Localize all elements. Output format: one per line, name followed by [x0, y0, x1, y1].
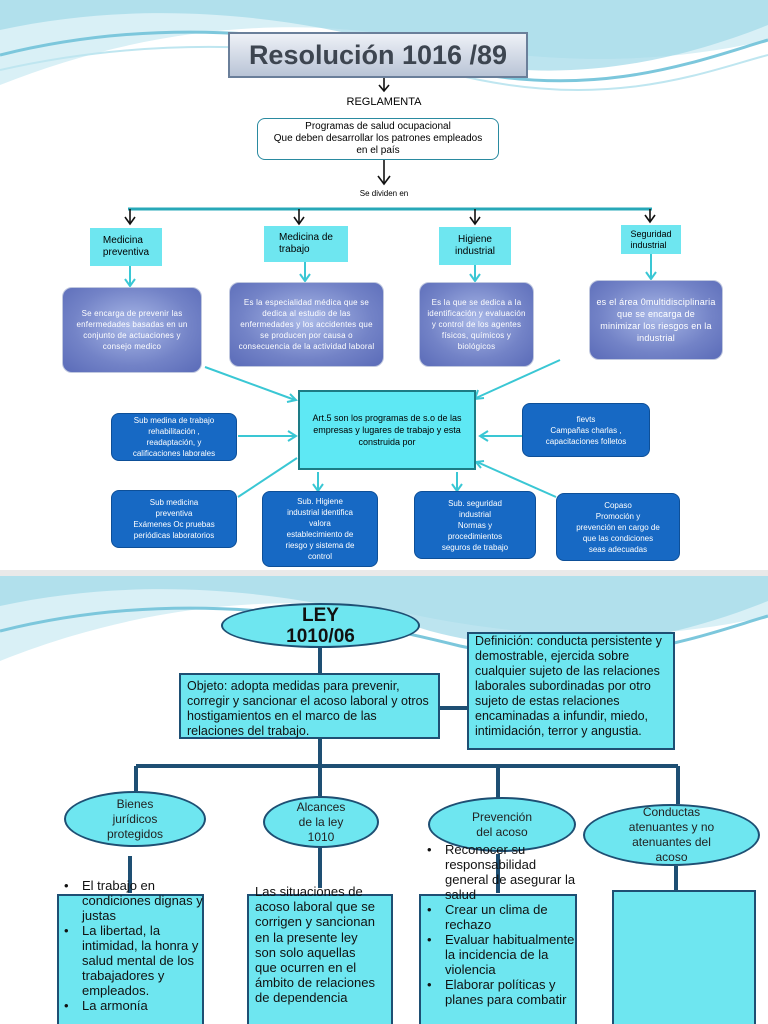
prevencion-item: Crear un clima de rechazo — [423, 902, 583, 932]
slide1-title: Resolución 1016 /89 — [228, 32, 528, 78]
se-dividen-label: Se dividen en — [359, 189, 409, 198]
alcances-node: Alcances de la ley 1010 — [263, 796, 379, 848]
prevencion-item: Evaluar habitualmente la incidencia de l… — [423, 932, 583, 977]
prevencion-item: Reconocer su responsabilidad general de … — [423, 842, 583, 902]
campanas-box: fievts Campañas charlas , capacitaciones… — [522, 403, 650, 457]
conductas-node: Conductas atenuantes y no atenuantes del… — [583, 804, 760, 866]
medicina-preventiva-desc: Se encarga de prevenir las enfermedades … — [62, 287, 202, 373]
medicina-trabajo-desc: Es la especialidad médica que se dedica … — [229, 282, 384, 367]
sub-medicina-trabajo-box: Sub medina de trabajo rehabilitación , r… — [111, 413, 237, 461]
art5-center-box: Art.5 son los programas de s.o de las em… — [298, 390, 476, 470]
bienes-item: La libertad, la intimidad, la honra y sa… — [60, 923, 210, 998]
definicion-box: Definición: conducta persistente y demos… — [467, 632, 675, 750]
higiene-industrial-label: Higiene industrial — [439, 227, 511, 265]
seguridad-industrial-label: Seguridad industrial — [621, 225, 681, 254]
prevencion-item: Elaborar políticas y planes para combati… — [423, 977, 583, 1007]
sub-higiene-industrial-box: Sub. Higiene industrial identifica valor… — [262, 491, 378, 567]
slide-separator — [0, 570, 768, 576]
prevencion-list: Reconocer su responsabilidad general de … — [423, 842, 583, 1007]
ley-1010-title: LEY 1010/06 — [221, 603, 420, 648]
bienes-list: El trabajo en condiciones dignas y justa… — [60, 878, 210, 1013]
slide-resolucion-1016: Resolución 1016 /89 — [0, 0, 768, 567]
alcances-text: Las situaciones de acoso laboral que se … — [255, 884, 375, 1006]
objeto-box: Objeto: adopta medidas para prevenir, co… — [179, 673, 440, 739]
alcances-box — [247, 894, 393, 1024]
medicina-preventiva-label: Medicina preventiva — [90, 228, 162, 266]
programas-salud-box: Programas de salud ocupacional Que deben… — [257, 118, 499, 160]
seguridad-industrial-desc: es el área 0multidisciplinaria que se en… — [589, 280, 723, 360]
slide-ley-1010: LEY 1010/06 Objeto: adopta medidas para … — [0, 576, 768, 1024]
sub-medicina-preventiva-box: Sub medicina preventiva Exámenes Oc prue… — [111, 490, 237, 548]
higiene-industrial-desc: Es la que se dedica a la identificación … — [419, 282, 534, 367]
medicina-trabajo-label: Medicina de trabajo — [264, 226, 348, 262]
bienes-juridicos-node: Bienes jurídicos protegidos — [64, 791, 206, 847]
copaso-box: Copaso Promoción y prevención en cargo d… — [556, 493, 680, 561]
conductas-box — [612, 890, 756, 1024]
bienes-item: La armonía — [60, 998, 210, 1013]
bienes-item: El trabajo en condiciones dignas y justa… — [60, 878, 210, 923]
sub-seguridad-industrial-box: Sub. seguridad industrial Normas y proce… — [414, 491, 536, 559]
reglamenta-label: REGLAMENTA — [346, 96, 422, 108]
